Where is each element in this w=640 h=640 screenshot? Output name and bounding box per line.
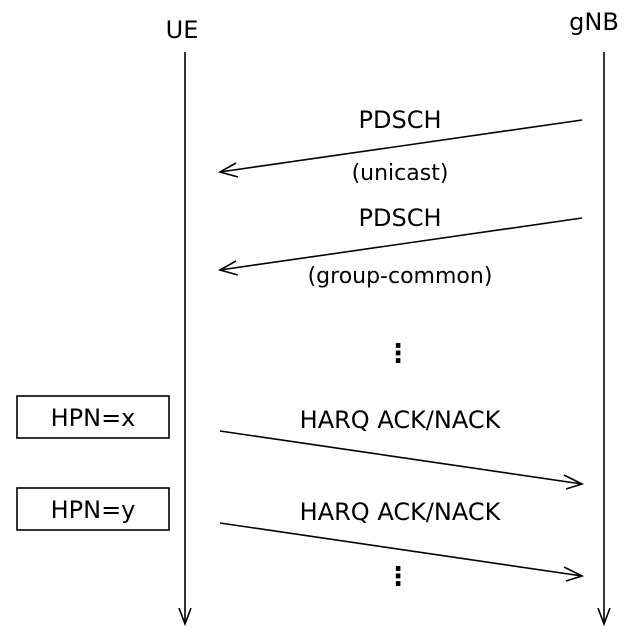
hpn-box-x: HPN=x xyxy=(17,396,169,438)
message-1-sublabel: (unicast) xyxy=(352,161,449,186)
gnb-lifeline xyxy=(598,52,610,624)
continuation-dots-2: ⋮ xyxy=(385,562,411,592)
ue-lifeline xyxy=(179,52,191,624)
message-3-arrow xyxy=(220,431,582,489)
message-3-label: HARQ ACK/NACK xyxy=(300,406,502,434)
continuation-dots-1: ⋮ xyxy=(385,339,411,369)
message-2-label: PDSCH xyxy=(359,204,442,232)
gnb-label: gNB xyxy=(569,8,619,36)
ue-label: UE xyxy=(166,16,199,44)
hpn-x-label: HPN=x xyxy=(51,404,136,432)
hpn-y-label: HPN=y xyxy=(51,496,136,524)
message-1-label: PDSCH xyxy=(359,106,442,134)
hpn-box-y: HPN=y xyxy=(17,488,169,530)
message-4-label: HARQ ACK/NACK xyxy=(300,498,502,526)
message-2-sublabel: (group-common) xyxy=(308,264,493,289)
